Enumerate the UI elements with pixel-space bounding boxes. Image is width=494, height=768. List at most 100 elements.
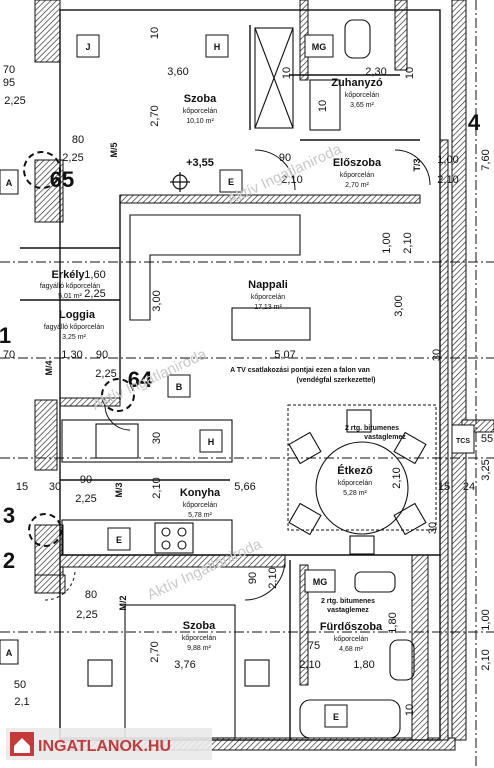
burner-1 xyxy=(161,527,171,537)
wall-shower-right xyxy=(394,0,408,71)
dim-5-66: 5,66 xyxy=(234,481,255,493)
room-szoba-bottom-name: Szoba xyxy=(183,620,216,632)
kitchen-counter xyxy=(61,419,233,463)
tv-note-line2: (vendégfal szerkezettel) xyxy=(297,377,376,384)
dim-2-10-c: 2,10 xyxy=(402,232,414,253)
dim-95: 95 xyxy=(3,77,15,89)
box-b: B xyxy=(176,382,183,392)
dim-90-bottom: 90 xyxy=(247,572,259,584)
burner-2 xyxy=(177,527,187,537)
dim-1-00-a: 1,00 xyxy=(437,154,458,166)
unit-64-circle xyxy=(101,378,135,412)
dim-3-76: 3,76 xyxy=(174,659,195,671)
room-szoba-top-floor: kőporcelán xyxy=(183,108,217,115)
unit-lower-circle xyxy=(28,513,62,547)
box-e-kitchen-frame xyxy=(107,527,131,551)
walls xyxy=(34,0,494,751)
toilet-top xyxy=(344,19,371,59)
dim-1-80-a: 1,80 xyxy=(387,612,399,633)
unit-64-label: 64 xyxy=(128,367,153,392)
nightstand-right xyxy=(244,659,270,687)
dim-2-25-a: 2,25 xyxy=(4,95,25,107)
dim-30-a: 30 xyxy=(151,432,163,444)
dim-90-a: 90 xyxy=(96,349,108,361)
room-loggia-floor: fagyálló kőporcelán xyxy=(44,324,104,331)
room-etkezo-area: 5,28 m² xyxy=(343,490,367,497)
room-nappali-floor: kőporcelán xyxy=(251,294,285,301)
bitumen-note-2a: 2 rtg. bitumenes xyxy=(321,598,375,605)
room-loggia-area: 3,25 m² xyxy=(62,334,86,341)
room-erkely-area: 5,01 m² xyxy=(58,293,82,300)
wall-living-top xyxy=(119,194,421,204)
dim-30-c: 30 xyxy=(431,349,443,361)
dim-1-00-c: 1,00 xyxy=(480,609,492,630)
room-etkezo-name: Étkező xyxy=(337,464,373,477)
dim-30-b: 30 xyxy=(49,481,61,493)
room-etkezo-floor: kőporcelán xyxy=(338,480,372,487)
dim-2-10-h: 2,10 xyxy=(480,649,492,670)
apartment-outline xyxy=(59,9,441,741)
label-boxes xyxy=(0,34,475,728)
box-j: J xyxy=(85,42,90,52)
dim-7-60: 7,60 xyxy=(480,149,492,170)
kitchen-counter-low xyxy=(61,519,233,556)
room-konyha-floor: kőporcelán xyxy=(183,502,217,509)
number-3: 3 xyxy=(3,503,15,528)
door-swings xyxy=(44,149,431,601)
box-mg-top-frame xyxy=(304,34,334,58)
box-tcs-frame xyxy=(451,424,475,454)
room-szoba-top-area: 10,10 m² xyxy=(186,118,214,125)
logo-house-shape xyxy=(14,738,30,753)
dim-30-d: 30 xyxy=(427,522,439,534)
wall-left-lower xyxy=(34,524,64,576)
dim-3-00-right: 3,00 xyxy=(393,295,405,316)
dim-2-10-b: 2,10 xyxy=(437,174,458,186)
box-e-top: E xyxy=(228,177,234,187)
room-furdoszoba-name: Fürdőszoba xyxy=(320,621,383,633)
unit-65-label: 65 xyxy=(50,167,74,192)
room-szoba-bottom-area: 9,88 m² xyxy=(187,645,211,652)
dim-2-1: 2,1 xyxy=(14,696,29,708)
box-h-kitchen-frame xyxy=(199,429,223,453)
number-4: 4 xyxy=(468,110,481,135)
room-nappali-area: 17,13 m² xyxy=(254,304,282,311)
room-nappali-name: Nappali xyxy=(248,279,288,291)
furniture xyxy=(61,19,427,739)
box-a-bottom: A xyxy=(6,648,13,658)
door-m4: M/4 xyxy=(44,360,54,375)
dim-5-07: 5,07 xyxy=(274,349,295,361)
dim-70-top: 70 xyxy=(3,64,15,76)
door-m3: M/3 xyxy=(114,482,124,497)
dim-1-30: 1,30 xyxy=(61,349,82,361)
logo-background xyxy=(6,728,212,760)
dim-90-b: 90 xyxy=(80,474,92,486)
toilet-bottom xyxy=(389,639,415,681)
room-loggia-name: Loggia xyxy=(59,309,96,321)
box-a-bottom-frame xyxy=(0,639,19,665)
box-e-kitchen: E xyxy=(116,535,122,545)
dim-2-25-b: 2,25 xyxy=(62,152,83,164)
dim-2-25-f: 2,25 xyxy=(76,609,97,621)
level-marker xyxy=(170,172,190,192)
dim-3-00-left: 3,00 xyxy=(151,290,163,311)
box-mg-bottom: MG xyxy=(313,577,328,587)
room-szoba-top-name: Szoba xyxy=(184,93,217,105)
box-h-top-frame xyxy=(205,34,229,58)
shower-tray xyxy=(309,79,341,131)
bitumen-note-2b: vastaglemez xyxy=(327,607,369,614)
room-zuhanyzo-name: Zuhanyzó xyxy=(331,77,383,89)
tcs-label: TCS xyxy=(456,438,470,445)
room-erkely-name: Erkély xyxy=(51,269,85,281)
dim-2-10-e: 2,10 xyxy=(391,467,403,488)
room-zuhanyzo-area: 3,65 m² xyxy=(350,102,374,109)
burner-3 xyxy=(161,540,171,550)
dining-table xyxy=(315,441,409,535)
box-mg-bottom-frame xyxy=(304,569,336,593)
dim-55: 55 xyxy=(481,433,493,445)
washbasin xyxy=(354,571,396,593)
unit-65-circle xyxy=(23,151,61,189)
wardrobe-top-cross-b xyxy=(254,27,294,129)
box-e-bottom-frame xyxy=(324,704,348,728)
dim-2-10-d: 2,10 xyxy=(151,477,163,498)
